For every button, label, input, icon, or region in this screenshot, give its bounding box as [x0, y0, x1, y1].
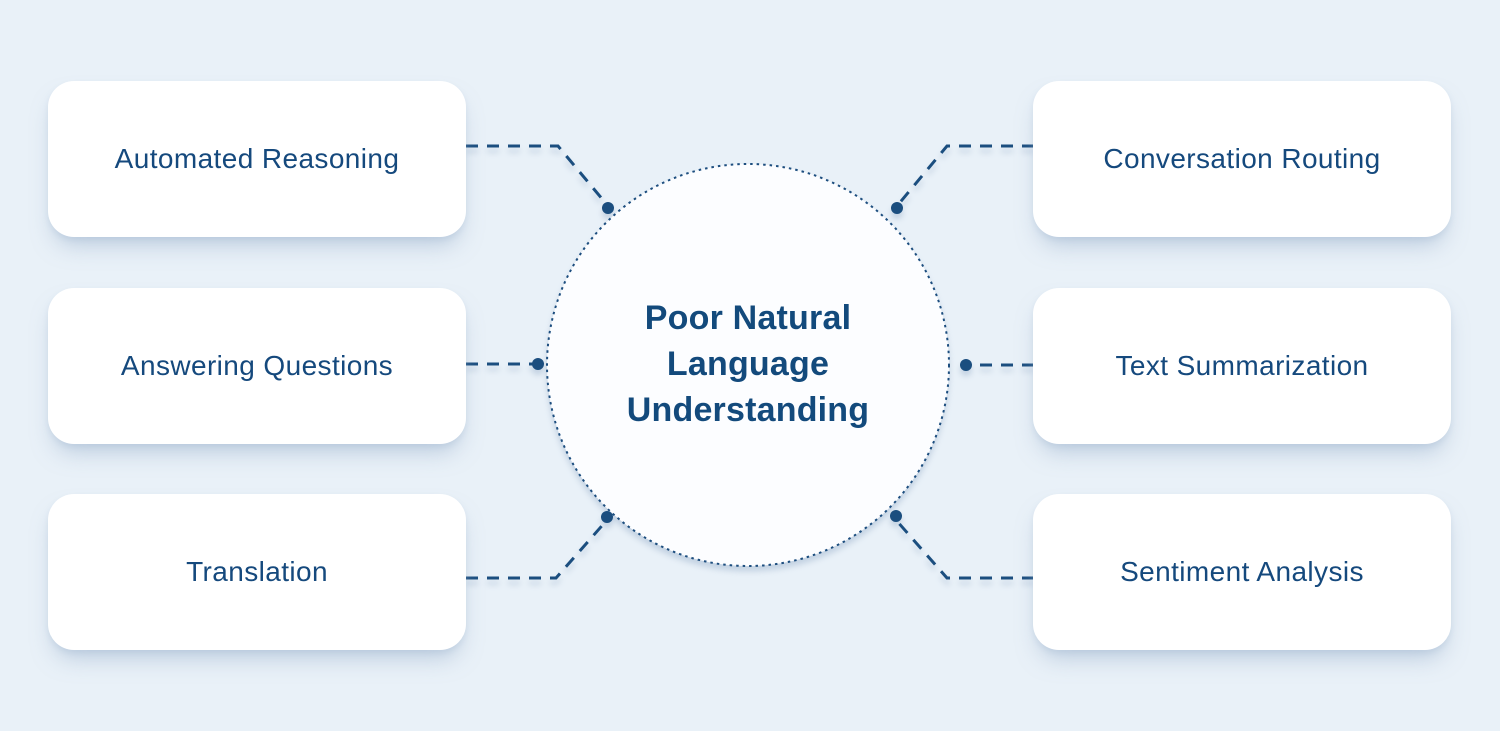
node-translation: Translation — [48, 494, 466, 650]
node-text-summarization: Text Summarization — [1033, 288, 1451, 444]
node-label: Translation — [186, 556, 328, 587]
node-automated-reasoning: Automated Reasoning — [48, 81, 466, 237]
connector-top-right — [895, 144, 1034, 207]
connector-dot — [890, 510, 902, 522]
node-label: Text Summarization — [1115, 350, 1369, 381]
node-label: Sentiment Analysis — [1120, 556, 1364, 587]
node-sentiment-analysis: Sentiment Analysis — [1033, 494, 1451, 650]
connector-dot — [601, 511, 613, 523]
center-circle — [546, 163, 950, 567]
connector-dot — [960, 359, 972, 371]
node-label: Conversation Routing — [1103, 143, 1381, 174]
connector-bottom-right — [894, 519, 1034, 580]
connector-bottom-left — [466, 519, 609, 580]
node-conversation-routing: Conversation Routing — [1033, 81, 1451, 237]
connector-dot — [602, 202, 614, 214]
node-label: Answering Questions — [120, 350, 394, 381]
connector-dot — [532, 358, 544, 370]
connector-dot — [891, 202, 903, 214]
node-answering-questions: Answering Questions — [48, 288, 466, 444]
connector-top-left — [466, 144, 610, 207]
node-label: Automated Reasoning — [114, 143, 400, 174]
